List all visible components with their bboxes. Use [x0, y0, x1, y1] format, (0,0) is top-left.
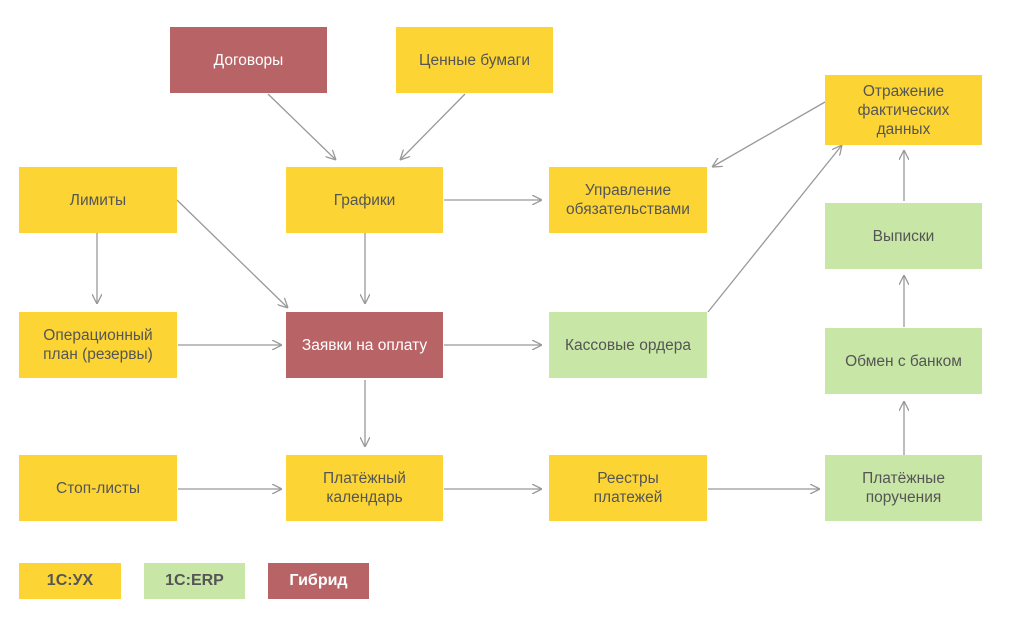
node-stop-listy: Стоп-листы: [19, 455, 177, 521]
legend-1c-erp: 1С:ERP: [144, 563, 245, 599]
node-cennye-bumagi: Ценные бумаги: [396, 27, 553, 93]
node-zayavki-na-oplatu: Заявки на оплату: [286, 312, 443, 378]
arrow-kassovye-ordera-otrazhenie: [707, 145, 842, 313]
node-operacionnyj-plan: Операционный план (резервы): [19, 312, 177, 378]
node-grafiki: Графики: [286, 167, 443, 233]
arrow-limity-zayavki: [176, 199, 288, 308]
node-obmen-s-bankom: Обмен с банком: [825, 328, 982, 394]
node-kassovye-ordera: Кассовые ордера: [549, 312, 707, 378]
arrow-cennye-bumagi-grafiki: [400, 93, 466, 160]
node-dogovory: Договоры: [170, 27, 327, 93]
node-platezhnyj-kalendar: Платёжный календарь: [286, 455, 443, 521]
node-otrazhenie-faktisheskih-dannyh: Отражение фактических данных: [825, 75, 982, 145]
arrow-otrazhenie-upravlenie: [712, 101, 826, 167]
legend-1c-uh: 1С:УХ: [19, 563, 121, 599]
node-vypiski: Выписки: [825, 203, 982, 269]
node-platezhnye-porucheniya: Платёжные поручения: [825, 455, 982, 521]
legend-hybrid: Гибрид: [268, 563, 369, 599]
node-upravlenie-obyazatelstvami: Управление обязательствами: [549, 167, 707, 233]
node-reestry-platezhej: Реестры платежей: [549, 455, 707, 521]
node-limity: Лимиты: [19, 167, 177, 233]
arrow-dogovory-grafiki: [267, 93, 336, 160]
